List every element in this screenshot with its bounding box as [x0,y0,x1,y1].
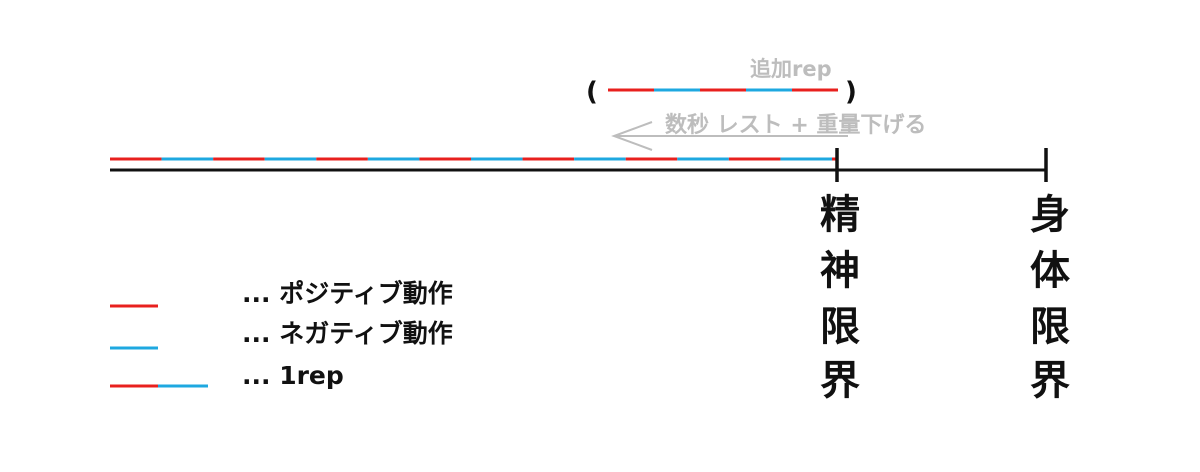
physical-limit-label: 身 体 限 界 [1030,192,1070,404]
mental-limit-char: 精 [820,192,860,238]
mental-limit-label: 精 神 限 界 [820,192,860,404]
rest-arrow-group: 数秒 レスト + 重量下げる [611,112,926,151]
extra-rep-open-paren: ( [586,77,598,107]
legend-label-negative: ... ネガティブ動作 [242,319,453,348]
physical-limit-char: 界 [1030,358,1070,404]
physical-limit-char: 身 [1030,192,1070,238]
rest-arrow-label: 数秒 レスト + 重量下げる [665,112,926,138]
rest-arrow-head [611,121,653,151]
extra-rep-close-paren: ) [845,77,857,107]
timeline [110,148,1048,182]
physical-limit-char: 限 [1030,304,1070,350]
extra-rep-label: 追加rep [750,57,832,81]
legend-label-positive: ... ポジティブ動作 [242,279,453,308]
legend: ... ポジティブ動作 ... ネガティブ動作 ... 1rep [110,279,453,390]
legend-item-positive: ... ポジティブ動作 [110,279,453,308]
extra-rep-group: ( ) 追加rep [586,57,857,107]
legend-item-rep: ... 1rep [110,361,344,390]
mental-limit-char: 限 [820,304,860,350]
legend-label-rep: ... 1rep [242,361,344,390]
mental-limit-char: 界 [820,358,860,404]
physical-limit-char: 体 [1030,248,1070,294]
mental-limit-char: 神 [820,248,860,294]
legend-item-negative: ... ネガティブ動作 [110,319,453,350]
